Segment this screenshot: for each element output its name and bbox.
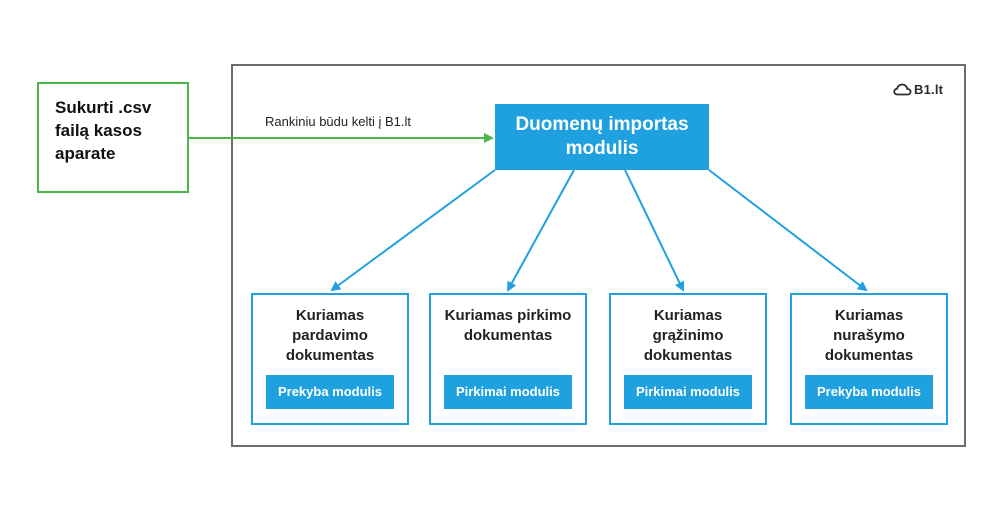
module-chip: Pirkimai modulis [444,375,572,409]
module-chip: Prekyba modulis [266,375,394,409]
module-title: Kuriamas nurašymo dokumentas [824,307,914,364]
module-title: Kuriamas pardavimo dokumentas [285,307,375,364]
module-card-return: Kuriamas grąžinimo dokumentas Pirkimai m… [609,293,767,425]
cloud-icon [893,83,912,96]
module-chip: Pirkimai modulis [624,375,752,409]
hub-to-return-arrow [624,169,685,292]
logo-text: B1.lt [914,82,944,97]
hub-title-line2: modulis [565,138,639,159]
manual-upload-label: Rankiniu būdu kelti į B1.lt [265,114,411,129]
module-chip: Prekyba modulis [805,375,933,409]
hub-to-purchase-arrow [507,169,575,292]
module-card-purchase: Kuriamas pirkimo dokumentas Pirkimai mod… [429,293,587,425]
import-module-box: Duomenų importas modulis [495,104,709,170]
b1-logo: B1.lt [893,82,943,97]
module-title: Kuriamas pirkimo dokumentas [444,307,572,344]
module-card-sales: Kuriamas pardavimo dokumentas Prekyba mo… [251,293,409,425]
module-title: Kuriamas grąžinimo dokumentas [643,307,733,364]
hub-to-writeoff-arrow [708,169,868,292]
csv-source-box: Sukurti .csv failą kasos aparate [37,82,189,193]
b1-system-frame [231,64,966,447]
module-card-writeoff: Kuriamas nurašymo dokumentas Prekyba mod… [790,293,948,425]
hub-to-sales-arrow [330,169,496,292]
hub-title-line1: Duomenų importas [515,114,689,135]
